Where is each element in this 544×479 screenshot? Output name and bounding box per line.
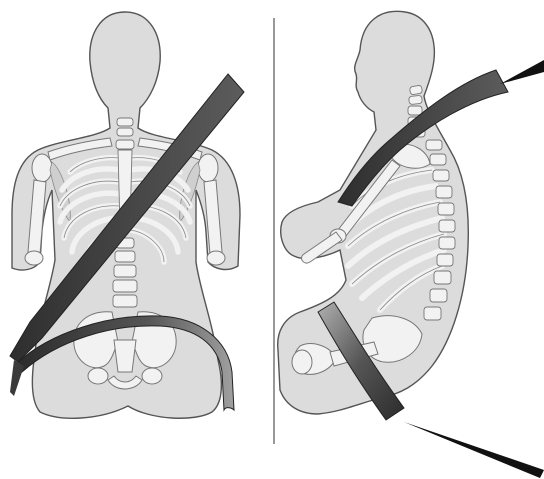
side-belt-anchor-upper	[500, 60, 544, 84]
front-belt-tail	[10, 360, 24, 396]
front-view-panel	[10, 12, 244, 418]
side-belt-anchor-lower	[404, 422, 544, 478]
side-view-panel	[278, 11, 544, 478]
